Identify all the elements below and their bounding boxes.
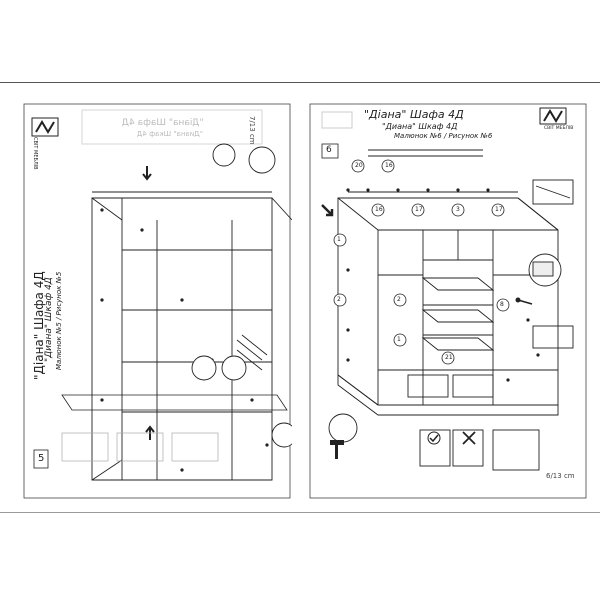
left-page-figure-label: Малюнок №5 / Рисунок №5 <box>55 271 63 370</box>
right-page-counter: 6/13 cm <box>546 472 575 480</box>
left-page-logo-text: СВІТ МЕБЛІВ <box>32 137 38 170</box>
callout-label: 1 <box>337 236 341 243</box>
callout-label: 2 <box>397 296 401 303</box>
right-page-subtitle: "Диана" Шкаф 4Д <box>382 122 458 131</box>
logo-icon <box>539 107 567 125</box>
logo-icon <box>31 117 59 137</box>
right-page-logo-text: СВІТ МЕБЛІВ <box>544 126 574 131</box>
right-page: "Діана" Шафа 4Д "Диана" Шкаф 4Д Малюнок … <box>308 100 588 502</box>
arrow-down-icon <box>142 166 152 181</box>
callout-label: 21 <box>445 354 453 361</box>
cross-icon <box>462 431 476 445</box>
right-page-drawing <box>309 103 587 499</box>
arrow-up-icon <box>145 425 155 440</box>
callout-label: 1 <box>397 336 401 343</box>
check-icon <box>427 431 441 445</box>
left-page-drawing <box>23 103 292 499</box>
right-page-number: 6 <box>326 145 332 155</box>
callout-label: 20 <box>355 162 363 169</box>
callout-label: 3 <box>456 206 460 213</box>
arrow-down-icon <box>321 204 334 217</box>
callout-label: 16 <box>385 162 393 169</box>
callout-label: 17 <box>415 206 423 213</box>
page-top-edge <box>0 82 600 83</box>
hammer-icon <box>330 440 344 459</box>
callout-label: 8 <box>500 301 504 308</box>
left-page-mirror-subtitle: "Диана" Шкаф 4Д <box>137 130 203 138</box>
left-page: "Діана" Шафа 4Д "Диана" Шкаф 4Д Малюнок … <box>22 100 292 502</box>
left-page-mirror-title: "Діана" Шафа 4Д <box>122 118 204 128</box>
left-page-counter: 7/13 cm <box>248 116 256 145</box>
left-page-subtitle: "Диана" Шкаф 4Д <box>44 277 54 362</box>
page-bottom-edge <box>0 512 600 513</box>
callout-label: 2 <box>337 296 341 303</box>
right-page-title: "Діана" Шафа 4Д <box>364 108 464 121</box>
left-page-number: 5 <box>38 453 45 464</box>
right-page-figure-label: Малюнок №6 / Рисунок №6 <box>394 132 493 140</box>
callout-label: 16 <box>375 206 383 213</box>
screw-icon <box>515 297 533 305</box>
callout-label: 17 <box>495 206 503 213</box>
